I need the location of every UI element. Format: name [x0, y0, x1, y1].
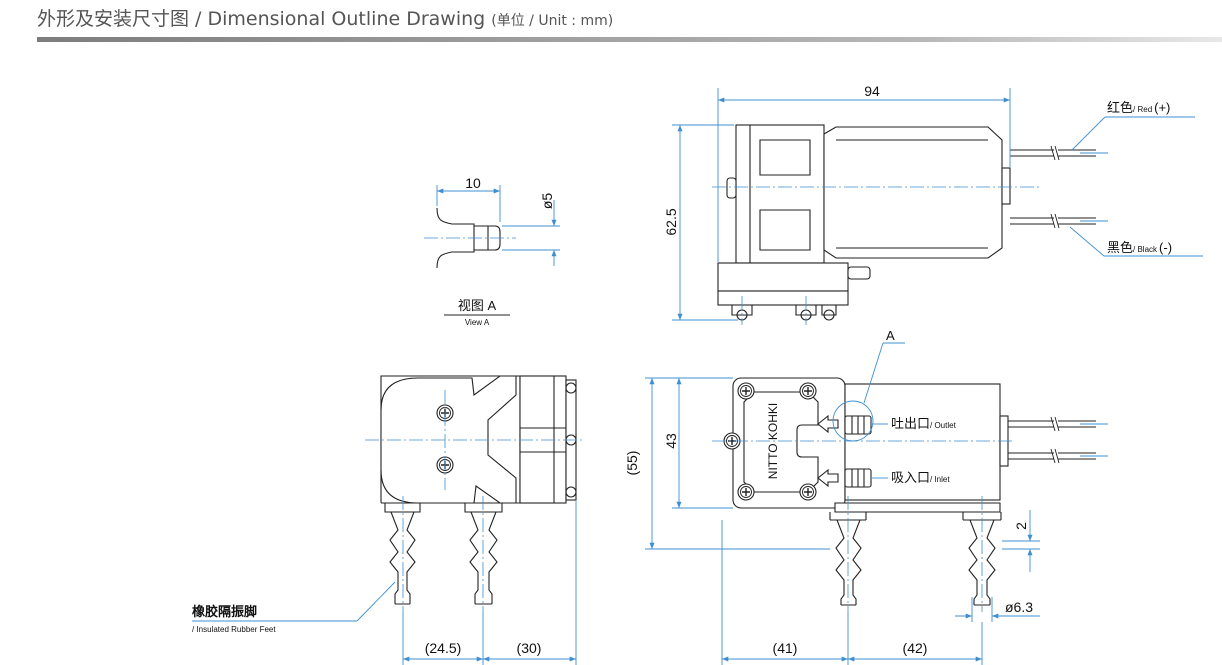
wire-red-sign: (+) — [1154, 100, 1170, 115]
front-view-feet — [829, 496, 1002, 612]
wire-black-label: 黑色/ Black(-) — [1107, 240, 1172, 255]
title-rule — [37, 37, 1222, 42]
top-view-wires — [1010, 145, 1108, 229]
top-view-height-dimension: 62.5 — [663, 124, 738, 321]
top-view: 94 62.5 红色/ Red(+) 黑色/ Black(-) — [663, 83, 1203, 325]
foot-diameter-value: ø6.3 — [1005, 599, 1033, 615]
feet-label-en: / Insulated Rubber Feet — [192, 625, 276, 634]
page-title-main: 外形及安装尺寸图 / Dimensional Outline Drawing — [37, 8, 492, 30]
wire-red-cn: 红色 — [1107, 100, 1133, 115]
foot-gap-value: 2 — [1013, 522, 1029, 530]
front-view-wires — [1008, 416, 1108, 464]
wire-black-sign: (-) — [1159, 240, 1172, 255]
view-a: 10 ø5 视图 A View A — [424, 175, 560, 327]
view-a-label: 视图 A — [458, 298, 497, 313]
side-view-dimensions: (24.5) (30) — [402, 500, 577, 665]
outlet-cn: 吐出口 — [891, 416, 930, 431]
top-view-height-value: 62.5 — [663, 208, 679, 235]
outlet-callout: 吐出口/ Outlet — [872, 416, 957, 431]
outlet-en: / Outlet — [930, 421, 957, 430]
front-view-dim-right: (42) — [903, 640, 928, 656]
front-view-body: NITTO KOHKI — [712, 377, 1012, 513]
side-view-feet — [384, 496, 503, 612]
view-a-diameter-value: ø5 — [539, 193, 555, 210]
top-view-width-dimension: 94 — [717, 83, 1011, 262]
view-a-diameter-dimension: ø5 — [502, 193, 560, 266]
view-a-length-value: 10 — [465, 175, 481, 191]
front-view-body-height: 43 — [663, 433, 679, 449]
wire-black-en: / Black — [1133, 245, 1158, 254]
side-view-body — [365, 375, 585, 504]
callout-a-label: A — [886, 328, 895, 343]
top-view-width-value: 94 — [864, 83, 880, 99]
inlet-en: / Inlet — [930, 475, 950, 484]
view-a-label-en: View A — [465, 318, 490, 327]
front-view-horizontal-dimensions: (41) (42) — [721, 520, 983, 665]
top-view-body — [712, 124, 1040, 325]
front-view-dim-left: (41) — [773, 640, 798, 656]
wire-red-label: 红色/ Red(+) — [1107, 100, 1170, 115]
foot-gap-dimension: 2 — [1002, 510, 1040, 572]
wire-red-en: / Red — [1133, 105, 1152, 114]
page-title-unit: (单位 / Unit : mm) — [491, 13, 614, 29]
inlet-label: 吸入口/ Inlet — [891, 470, 950, 485]
outlet-label: 吐出口/ Outlet — [891, 416, 957, 431]
wire-red-callout: 红色/ Red(+) — [1071, 100, 1195, 151]
wire-black-callout: 黑色/ Black(-) — [1069, 226, 1203, 257]
page-title: 外形及安装尺寸图 / Dimensional Outline Drawing (… — [37, 4, 613, 31]
view-a-length-dimension: 10 — [436, 175, 501, 222]
front-view-vertical-dimensions: (55) 43 — [624, 377, 830, 550]
feet-label: 橡胶隔振脚 — [192, 604, 257, 619]
wire-black-cn: 黑色 — [1107, 240, 1133, 255]
front-view: NITTO KOHKI A — [624, 328, 1108, 665]
foot-diameter-dimension: ø6.3 — [955, 597, 1040, 622]
side-view-dim-left: (24.5) — [425, 640, 462, 656]
inlet-cn: 吸入口 — [891, 470, 930, 485]
inlet-callout: 吸入口/ Inlet — [872, 470, 950, 485]
side-view: (24.5) (30) 橡胶隔振脚 / Insulated Rubber Fee… — [192, 375, 585, 665]
side-view-dim-right: (30) — [517, 640, 542, 656]
front-view-total-height: (55) — [624, 451, 640, 476]
view-a-fitting — [424, 207, 516, 269]
feet-callout: 橡胶隔振脚 / Insulated Rubber Feet — [192, 581, 396, 634]
callout-a: A — [832, 328, 905, 442]
